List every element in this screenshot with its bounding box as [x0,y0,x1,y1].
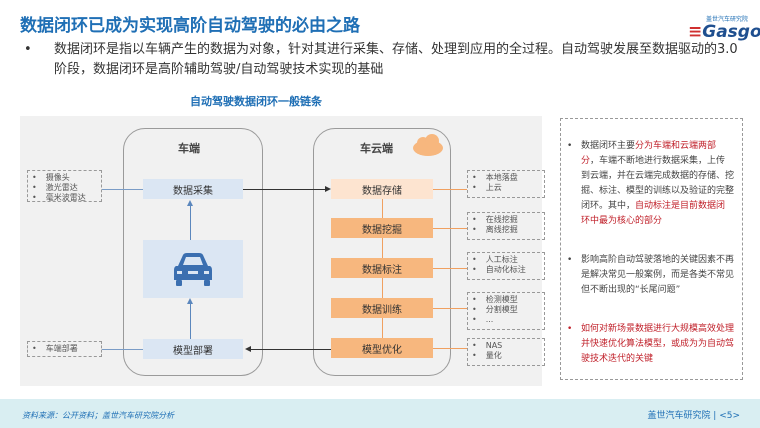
note-text: ，车端不断地进行数据采集，上传到云端，并在云端完成数据的存储、挖掘、标注、模型的… [581,156,735,211]
sensor-item: 毫米波雷达 [32,193,97,203]
note-3: 如何对新场景数据进行大规模高效处理并快速优化算法模型，或成为为自动驾驶技术迭代的… [567,322,734,367]
optimization-list: NAS 量化 [467,338,545,366]
logo-text: ≡Gasgoo [688,22,760,42]
model-deploy-box: 模型部署 [143,339,243,359]
connector [433,348,467,349]
vehicle-box [143,240,243,298]
note-2: 影响高阶自动驾驶落地的关键因素不再是解决常见一般案例，而是各类不常见但不断出现的… [567,253,734,298]
list-item: 在线挖掘 [472,215,540,225]
deploy-item: 车端部署 [32,344,97,354]
page-title: 数据闭环已成为实现高阶自动驾驶的必由之路 [20,16,360,36]
gasgoo-logo: 盖世汽车研究院 ≡Gasgoo [688,14,760,44]
cloud-lane [313,128,451,376]
list-item: 本地落盘 [472,173,540,183]
connector [433,268,467,269]
step-arrow [382,318,383,338]
bullet-dot: • [24,42,32,57]
list-item: NAS [472,341,540,351]
connector [102,189,143,190]
labeling-list: 人工标注 自动化标注 [467,252,545,280]
source-note: 资料来源：公开资料；盖世汽车研究院分析 [22,411,174,420]
page-number: 盖世汽车研究院 | <5> [647,411,740,421]
intro-text: 数据闭环是指以车辆产生的数据为对象，针对其进行采集、存储、处理到应用的全过程。自… [54,42,738,77]
list-item: 上云 [472,183,540,193]
arrow-head [187,298,193,304]
training-list: 检测模型 分割模型 ... [467,292,545,330]
note-highlight: 自动标注是目前数据闭环中最为核心的部分 [581,201,726,226]
data-collection-box: 数据采集 [143,179,243,199]
car-lane-title: 车端 [178,142,200,155]
list-item: 检测模型 [472,295,540,305]
cloud-step: 模型优化 [331,338,433,358]
step-arrow [382,238,383,258]
cloud-step: 数据标注 [331,258,433,278]
connector [433,189,467,190]
notes-box: 数据闭环主要分为车端和云端两部分，车端不断地进行数据采集，上传到云端，并在云端完… [560,118,743,380]
cloud-step: 数据挖掘 [331,218,433,238]
list-item: 人工标注 [472,255,540,265]
upload-arrow [243,189,326,190]
car-lane [123,128,263,376]
list-item: 量化 [472,351,540,361]
note-highlight: 分为车端和云端两部分 [581,141,717,166]
note-1: 数据闭环主要分为车端和云端两部分，车端不断地进行数据采集，上传到云端，并在云端完… [567,139,734,229]
diagram-title: 自动驾驶数据闭环一般链条 [190,95,322,108]
arrow-head [245,346,251,352]
arrow-up [190,205,191,240]
sensor-item: 激光雷达 [32,183,97,193]
sensor-list: 摄像头 激光雷达 毫米波雷达 [27,170,102,202]
deploy-arrow [250,349,331,350]
deploy-list: 车端部署 [27,341,102,357]
cloud-lane-title: 车云端 [360,142,393,155]
cloud-step: 数据存储 [331,179,433,199]
list-item: 离线挖掘 [472,225,540,235]
arrow-up [190,303,191,339]
cloud-icon [413,134,443,156]
logo-subtitle: 盖世汽车研究院 [705,16,748,23]
connector [102,349,143,350]
list-item: 自动化标注 [472,265,540,275]
footer-bar [0,399,760,428]
list-item: ... [472,315,540,325]
car-icon [174,253,212,286]
arrow-head [187,200,193,206]
connector [433,308,467,309]
storage-list: 本地落盘 上云 [467,170,545,198]
intro-bullet: • 数据闭环是指以车辆产生的数据为对象，针对其进行采集、存储、处理到应用的全过程… [24,40,744,80]
step-arrow [382,278,383,298]
step-arrow [382,199,383,218]
cloud-step: 数据训练 [331,298,433,318]
arrow-head [325,186,331,192]
mining-list: 在线挖掘 离线挖掘 [467,212,545,240]
sensor-item: 摄像头 [32,173,97,183]
diagram-panel [20,116,542,386]
connector [433,228,467,229]
note-text: 数据闭环主要 [581,141,636,151]
list-item: 分割模型 [472,305,540,315]
